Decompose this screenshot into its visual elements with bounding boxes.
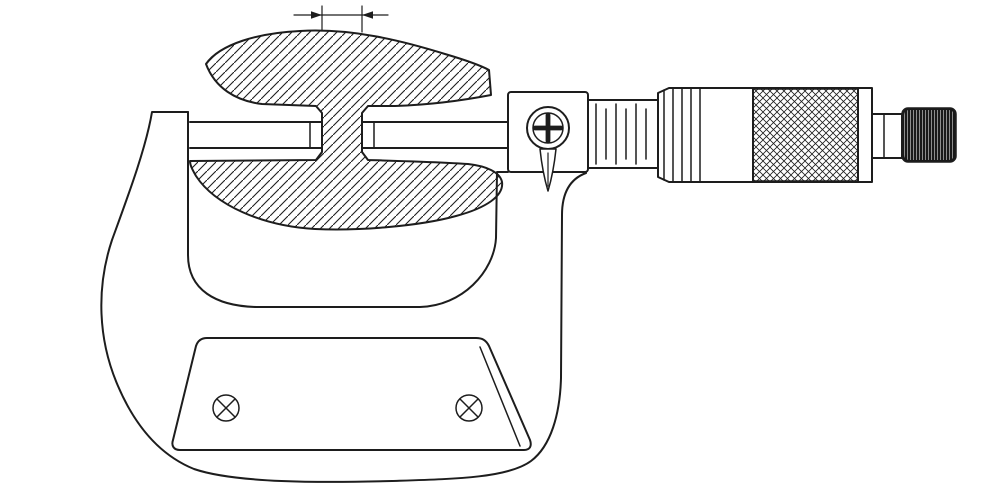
base-plate-outline xyxy=(171,337,532,451)
dimension-annotation xyxy=(293,5,389,33)
frame-inner-edge xyxy=(187,111,509,308)
c-frame xyxy=(100,111,587,483)
plate-screw-left xyxy=(212,394,240,422)
spindle xyxy=(361,121,511,149)
dimension-arrow-left xyxy=(311,11,322,19)
thimble-graduations xyxy=(663,88,701,182)
spindle-lock xyxy=(507,91,589,192)
workpiece-outline xyxy=(189,29,504,231)
ratchet-shaft xyxy=(871,113,903,159)
dimension-arrow-right xyxy=(362,11,373,19)
frame-outer-edge xyxy=(100,111,587,483)
plate-screw-right xyxy=(455,394,483,422)
base-plate-chamfer-line xyxy=(479,346,521,447)
thimble xyxy=(657,87,873,183)
ratchet-knob xyxy=(901,107,957,163)
workpiece-section xyxy=(189,29,504,231)
phillips-cross-icon xyxy=(532,112,564,144)
sleeve-barrel xyxy=(587,99,659,169)
sleeve-graduations xyxy=(595,103,647,165)
knurl-boundaries xyxy=(752,87,859,183)
knurled-grip xyxy=(752,88,859,182)
base-plate xyxy=(171,337,532,451)
anvil xyxy=(189,121,323,149)
ratchet-stop xyxy=(871,107,957,163)
